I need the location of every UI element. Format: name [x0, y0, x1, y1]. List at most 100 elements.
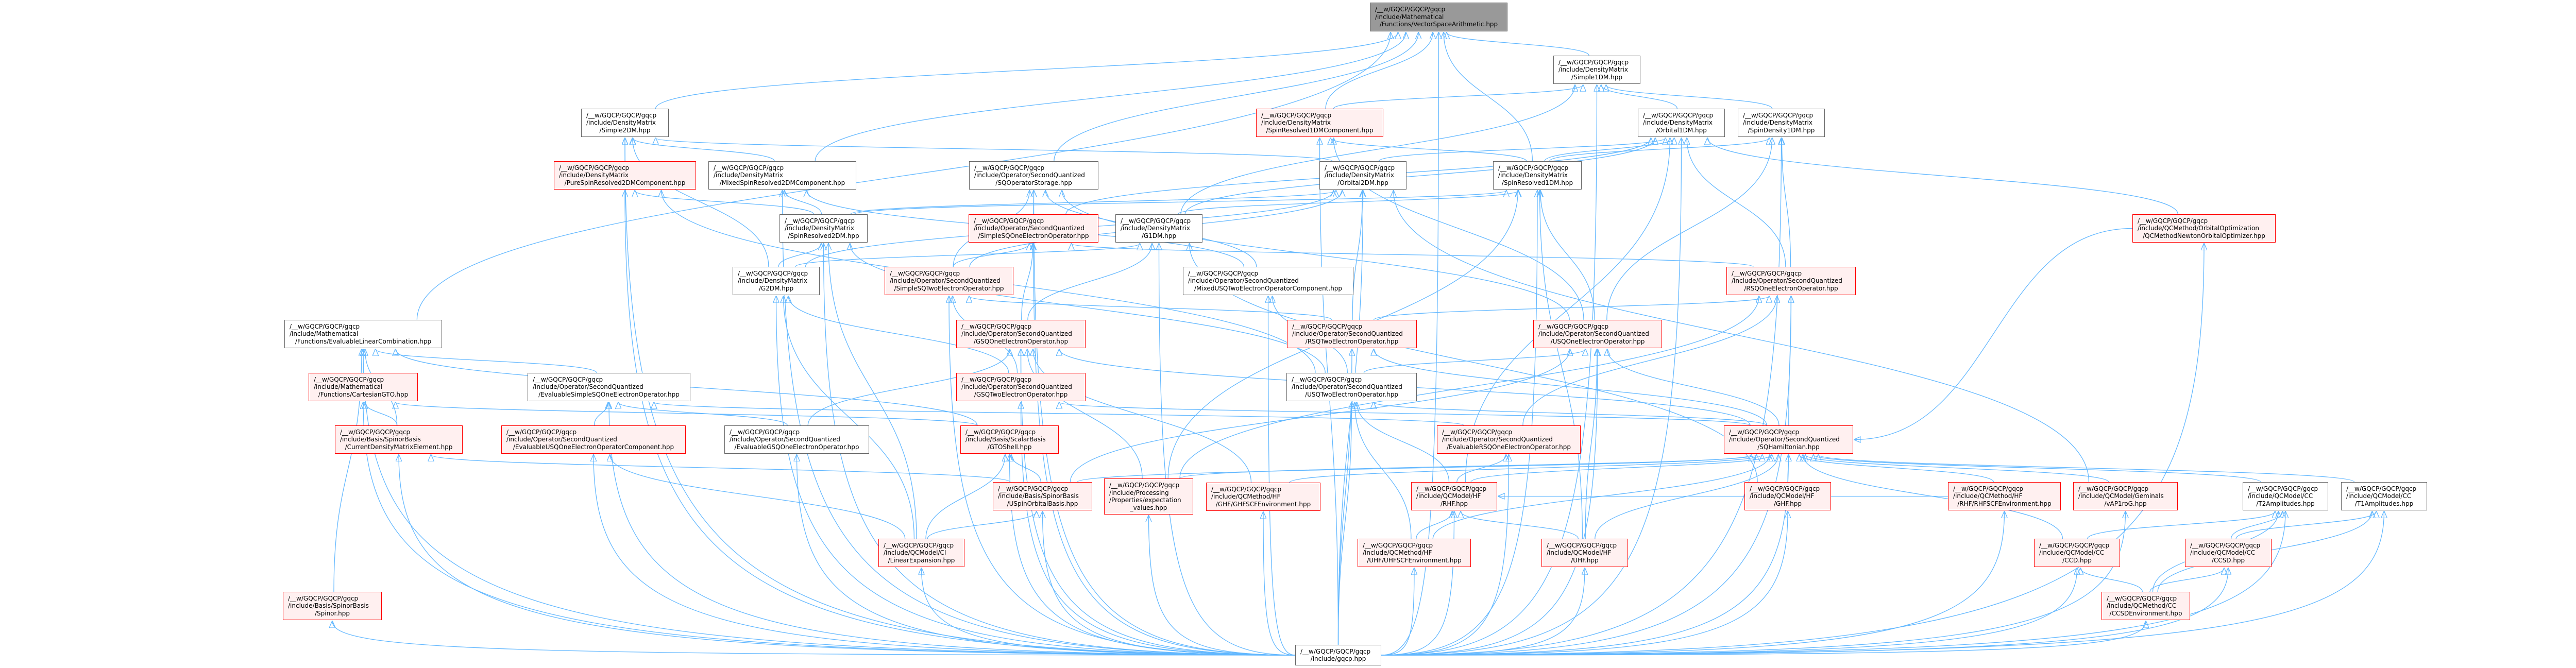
file-node-evalusqcomp[interactable]: /__w/GQCP/GQCP/gqcp/include/Operator/Sec… [501, 425, 686, 454]
file-node-gsqtwo[interactable]: /__w/GQCP/GQCP/gqcp/include/Operator/Sec… [956, 373, 1086, 401]
file-node-usqtwo[interactable]: /__w/GQCP/GQCP/gqcp/include/Operator/Sec… [1286, 373, 1417, 401]
include-edge-gtoshell-to-cartesiangto [396, 402, 978, 426]
file-node-sr1dm[interactable]: /__w/GQCP/GQCP/gqcp/include/DensityMatri… [1493, 161, 1582, 190]
file-node-g1dm[interactable]: /__w/GQCP/GQCP/gqcp/include/DensityMatri… [1115, 214, 1202, 243]
file-node-simplesqtwo[interactable]: /__w/GQCP/GQCP/gqcp/include/Operator/Sec… [885, 267, 1013, 295]
file-path-line: /RSQOneElectronOperator.hpp [1744, 284, 1838, 292]
file-path-line: /CurrentDensityMatrixElement.hpp [345, 443, 453, 451]
file-path-line: /__w/GQCP/GQCP/gqcp [1261, 111, 1332, 119]
include-edge-uhf-to-usqone [1585, 349, 1597, 539]
file-node-simplesqone[interactable]: /__w/GQCP/GQCP/gqcp/include/Operator/Sec… [969, 214, 1098, 243]
include-edge-linexp-to-gtoshell [925, 455, 1005, 539]
include-edge-gqcp-to-evalsimplesq [609, 402, 1296, 656]
include-edge-evalusqcomp-to-evalsimplesq [594, 402, 608, 426]
file-node-ghf[interactable]: /__w/GQCP/GQCP/gqcp/include/QCModel/HF/G… [1744, 482, 1831, 510]
file-node-uhf[interactable]: /__w/GQCP/GQCP/gqcp/include/QCModel/HF/U… [1541, 539, 1628, 567]
file-node-vap1rog[interactable]: /__w/GQCP/GQCP/gqcp/include/QCModel/Gemi… [2073, 482, 2178, 510]
file-node-rsqone[interactable]: /__w/GQCP/GQCP/gqcp/include/Operator/Sec… [1726, 267, 1856, 295]
file-node-mixedusq[interactable]: /__w/GQCP/GQCP/gqcp/include/Operator/Sec… [1183, 267, 1353, 295]
file-node-uspinorb[interactable]: /__w/GQCP/GQCP/gqcp/include/Basis/Spinor… [993, 482, 1092, 510]
file-path-line: /__w/GQCP/GQCP/gqcp [1121, 217, 1191, 225]
file-node-evalgsq[interactable]: /__w/GQCP/GQCP/gqcp/include/Operator/Sec… [724, 425, 869, 454]
file-path-line: /__w/GQCP/GQCP/gqcp [559, 164, 630, 172]
file-path-line: /include/Operator/SecondQuantized [1732, 277, 1842, 285]
file-node-vsa[interactable]: /__w/GQCP/GQCP/gqcp/include/Mathematical… [1370, 3, 1507, 31]
file-path-line: /RHF/RHFSCFEnvironment.hpp [1957, 500, 2052, 507]
include-edge-gsqtwo-to-g2dm [788, 296, 1009, 373]
include-edge-gqcp-to-sqham [1381, 455, 1789, 656]
include-edge-gqcp-to-mixed2dmcomp [783, 191, 1296, 656]
file-path-line: /include/QCModel/Geminals [2078, 492, 2164, 500]
file-path-line: /__w/GQCP/GQCP/gqcp [1750, 485, 1820, 492]
file-path-line: /include/DensityMatrix [785, 225, 854, 232]
file-node-g2dm[interactable]: /__w/GQCP/GQCP/gqcp/include/DensityMatri… [733, 267, 820, 295]
file-node-mixed2dmcomp[interactable]: /__w/GQCP/GQCP/gqcp/include/DensityMatri… [708, 161, 856, 190]
file-path-line: /include/Operator/SecondQuantized [974, 225, 1084, 232]
file-path-line: /__w/GQCP/GQCP/gqcp [2107, 594, 2177, 602]
file-path-line: /__w/GQCP/GQCP/gqcp [506, 428, 577, 436]
file-node-evallincomb[interactable]: /__w/GQCP/GQCP/gqcp/include/Mathematical… [284, 320, 442, 348]
file-node-gqcp[interactable]: /__w/GQCP/GQCP/gqcp/include/gqcp.hpp [1295, 645, 1381, 665]
file-node-simple1dm[interactable]: /__w/GQCP/GQCP/gqcp/include/DensityMatri… [1553, 56, 1640, 84]
file-path-line: /__w/GQCP/GQCP/gqcp [1643, 111, 1714, 119]
file-node-sr1dmcomp[interactable]: /__w/GQCP/GQCP/gqcp/include/DensityMatri… [1256, 109, 1383, 137]
include-edge-linexp-to-uspinorb [927, 511, 1037, 539]
include-edge-gqcp-to-ccsdenv [1381, 621, 2146, 656]
include-edge-gqcp-to-pure2dmcomp [625, 191, 1296, 656]
include-edge-rsqtwo-to-orbital2dm [1352, 191, 1362, 320]
file-node-pure2dmcomp[interactable]: /__w/GQCP/GQCP/gqcp/include/DensityMatri… [554, 161, 696, 190]
file-path-line: /__w/GQCP/GQCP/gqcp [998, 485, 1069, 492]
file-node-expval[interactable]: /__w/GQCP/GQCP/gqcp/include/Processing/P… [1104, 478, 1193, 515]
file-path-line: /include/QCModel/CC [2248, 492, 2313, 500]
file-node-sr2dm[interactable]: /__w/GQCP/GQCP/gqcp/include/DensityMatri… [779, 214, 868, 243]
include-edge-gqcp-to-usqtwo [1337, 402, 1352, 645]
file-node-cartesiangto[interactable]: /__w/GQCP/GQCP/gqcp/include/Mathematical… [309, 373, 418, 401]
file-node-gtoshell[interactable]: /__w/GQCP/GQCP/gqcp/include/Basis/Scalar… [960, 425, 1059, 454]
file-node-evalrsq[interactable]: /__w/GQCP/GQCP/gqcp/include/Operator/Sec… [1437, 425, 1581, 454]
file-node-orbital1dm[interactable]: /__w/GQCP/GQCP/gqcp/include/DensityMatri… [1638, 109, 1725, 137]
file-node-sqopstorage[interactable]: /__w/GQCP/GQCP/gqcp/include/Operator/Sec… [969, 161, 1098, 190]
include-edge-sr1dmcomp-to-vsa [1325, 32, 1433, 109]
file-node-uhfscf[interactable]: /__w/GQCP/GQCP/gqcp/include/QCMethod/HF/… [1358, 539, 1471, 567]
file-node-evalsimplesq[interactable]: /__w/GQCP/GQCP/gqcp/include/Operator/Sec… [528, 373, 690, 401]
include-edge-sqham-to-usqtwo [1374, 402, 1767, 426]
file-node-ccsdenv[interactable]: /__w/GQCP/GQCP/gqcp/include/QCMethod/CC/… [2102, 592, 2190, 620]
include-edge-gqcp-to-rhf [1381, 511, 1454, 656]
include-edge-vap1rog-to-sqham [1805, 455, 2109, 483]
file-node-currentdme[interactable]: /__w/GQCP/GQCP/gqcp/include/Basis/Spinor… [335, 425, 463, 454]
include-edge-gqcp-to-sqopstorage [1034, 191, 1296, 656]
include-edge-gqcp-to-newton [1381, 244, 2204, 656]
file-node-spindensity1dm[interactable]: /__w/GQCP/GQCP/gqcp/include/DensityMatri… [1738, 109, 1825, 137]
file-path-line: /__w/GQCP/GQCP/gqcp [288, 594, 359, 602]
file-node-spinor[interactable]: /__w/GQCP/GQCP/gqcp/include/Basis/Spinor… [283, 592, 382, 620]
file-node-linexp[interactable]: /__w/GQCP/GQCP/gqcp/include/QCModel/CI/L… [878, 539, 964, 567]
file-node-rhfscf[interactable]: /__w/GQCP/GQCP/gqcp/include/QCMethod/HF/… [1948, 482, 2061, 510]
file-node-sqham[interactable]: /__w/GQCP/GQCP/gqcp/include/Operator/Sec… [1724, 425, 1853, 454]
file-node-ghfscf[interactable]: /__w/GQCP/GQCP/gqcp/include/QCMethod/HF/… [1206, 483, 1320, 511]
file-node-orbital2dm[interactable]: /__w/GQCP/GQCP/gqcp/include/DensityMatri… [1319, 161, 1406, 190]
file-node-t1amp[interactable]: /__w/GQCP/GQCP/gqcp/include/QCModel/CC/T… [2341, 482, 2427, 510]
include-edge-ccd-to-t2amp [2087, 511, 2275, 539]
file-path-line: /__w/GQCP/GQCP/gqcp [586, 111, 657, 119]
include-edge-rsqtwo-to-rsqone [1373, 296, 1769, 320]
include-edge-uspinorb-to-currentdme [431, 455, 1011, 483]
file-node-rhf[interactable]: /__w/GQCP/GQCP/gqcp/include/QCModel/HF/R… [1411, 482, 1497, 510]
file-path-line: /SpinResolved1DMComponent.hpp [1266, 126, 1374, 134]
include-edge-sr2dm-to-mixed2dmcomp [785, 191, 822, 215]
file-node-ccsd[interactable]: /__w/GQCP/GQCP/gqcp/include/QCModel/CC/C… [2185, 539, 2272, 567]
file-path-line: /__w/GQCP/GQCP/gqcp [2039, 541, 2110, 549]
file-node-simple2dm[interactable]: /__w/GQCP/GQCP/gqcp/include/DensityMatri… [581, 109, 669, 137]
file-path-line: /include/Operator/SecondQuantized [1292, 383, 1402, 391]
file-node-ccd[interactable]: /__w/GQCP/GQCP/gqcp/include/QCModel/CC/C… [2034, 539, 2120, 567]
file-node-usqone[interactable]: /__w/GQCP/GQCP/gqcp/include/Operator/Sec… [1533, 320, 1662, 348]
file-node-rsqtwo[interactable]: /__w/GQCP/GQCP/gqcp/include/Operator/Sec… [1287, 320, 1417, 348]
file-path-line: /__w/GQCP/GQCP/gqcp [340, 428, 411, 436]
file-path-line: /include/QCModel/CC [2039, 549, 2105, 557]
file-node-newton[interactable]: /__w/GQCP/GQCP/gqcp/include/QCMethod/Orb… [2132, 214, 2276, 243]
include-edge-gqcp-to-orbital1dm [1381, 138, 1682, 656]
file-node-t2amp[interactable]: /__w/GQCP/GQCP/gqcp/include/QCModel/CC/T… [2243, 482, 2328, 510]
include-edge-evalsimplesq-to-evallincomb [376, 349, 597, 373]
include-edge-gqcp-to-currentdme [399, 455, 1296, 656]
file-node-gsqone[interactable]: /__w/GQCP/GQCP/gqcp/include/Operator/Sec… [956, 320, 1086, 348]
file-path-line: /include/Operator/SecondQuantized [974, 172, 1085, 179]
